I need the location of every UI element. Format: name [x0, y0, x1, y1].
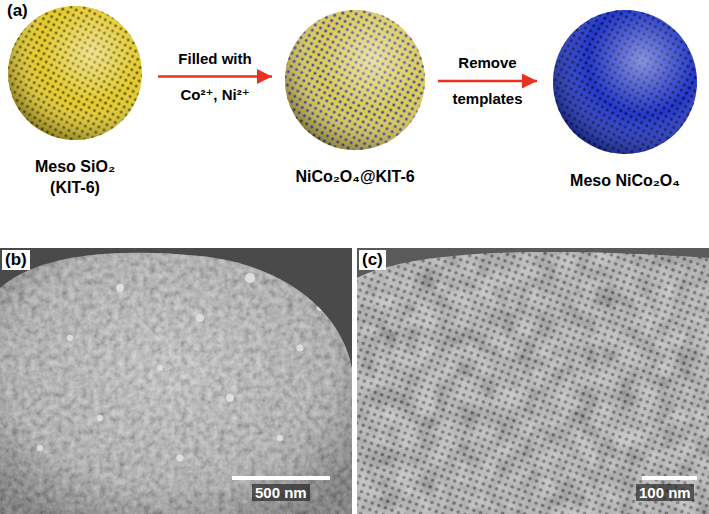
process-arrow — [158, 75, 272, 78]
sphere-shading — [553, 10, 697, 154]
sphere-node: Meso SiO₂ (KIT-6) — [0, 4, 150, 198]
bright-grains — [37, 273, 323, 462]
pore-array — [357, 248, 709, 514]
sem-background — [357, 248, 709, 514]
sphere-caption: NiCo₂O₄@KIT-6 — [280, 166, 430, 187]
sphere-shading — [285, 10, 425, 150]
sphere-shading — [8, 6, 142, 140]
particle-shading — [0, 248, 352, 514]
step-label: Filled with Co²⁺, Ni²⁺ — [168, 41, 263, 113]
particle-texture — [0, 248, 352, 514]
process-arrow — [438, 80, 537, 83]
panel-label: (c) — [359, 250, 386, 270]
scale-label: 500 nm — [252, 484, 310, 501]
pore-pattern — [285, 10, 425, 150]
sphere-body — [553, 10, 697, 154]
scale-bar — [232, 476, 330, 480]
scale-label: 100 nm — [636, 484, 694, 501]
sphere-node: NiCo₂O₄@KIT-6 — [280, 8, 430, 187]
sphere-illustration — [0, 4, 150, 142]
sphere-body — [285, 10, 425, 150]
sphere-illustration — [545, 8, 705, 156]
pore-pattern — [553, 10, 697, 154]
sphere-illustration — [280, 8, 430, 152]
sem-image — [357, 248, 709, 514]
sem-image — [0, 248, 352, 514]
mesoporous-surface — [357, 248, 709, 514]
scale-bar — [642, 476, 697, 480]
sphere-node: Meso NiCo₂O₄ — [545, 8, 705, 191]
surface-texture — [357, 248, 709, 514]
sphere-body — [8, 6, 142, 140]
panel-label: (b) — [2, 250, 30, 270]
sphere-caption: Meso NiCo₂O₄ — [545, 170, 705, 191]
pore-pattern — [8, 6, 142, 140]
panel-label: (a) — [4, 1, 31, 21]
sphere-caption: Meso SiO₂ (KIT-6) — [19, 156, 131, 198]
step-label: Remove templates — [443, 45, 533, 117]
particle-surface — [0, 248, 352, 514]
sem-background — [0, 248, 352, 514]
